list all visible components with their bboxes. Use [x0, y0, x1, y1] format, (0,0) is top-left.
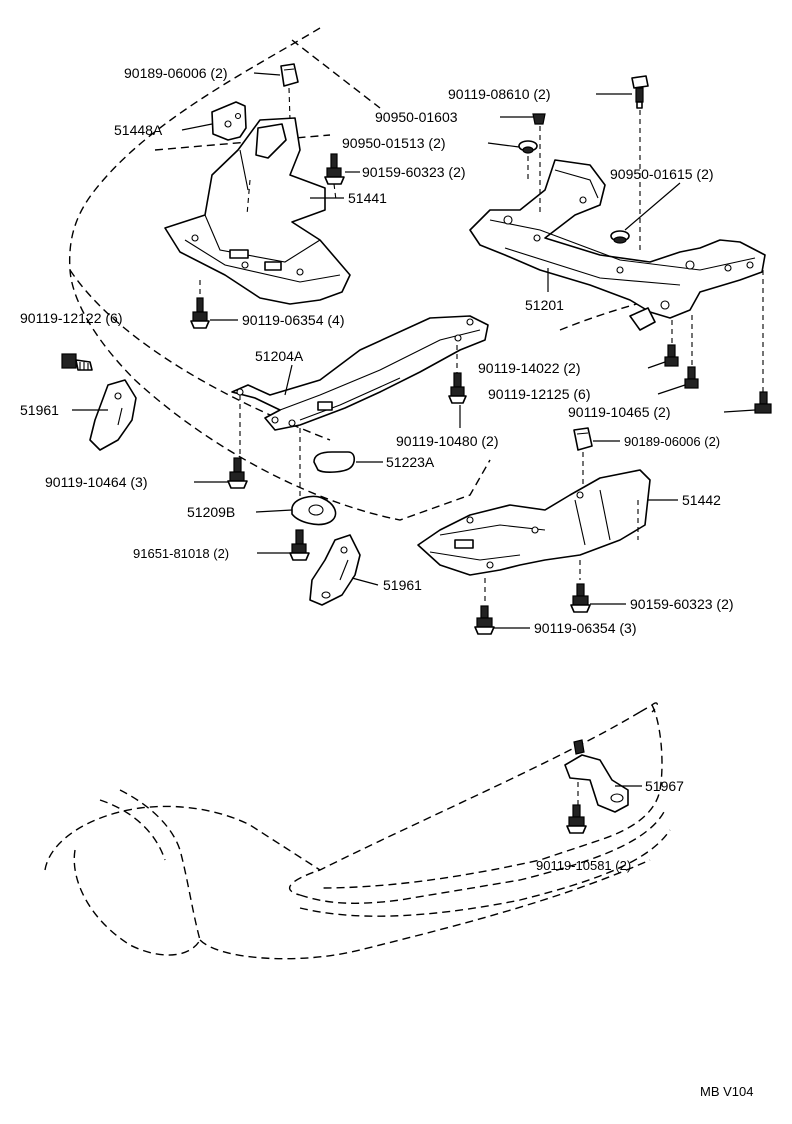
clip-90189-06006-right: [573, 427, 593, 451]
part-51967-bracket: [564, 739, 629, 813]
part-51209b-gasket: [291, 495, 337, 526]
label-90950-01603: 90950-01603: [375, 109, 458, 125]
plug-90950-01603: [532, 113, 546, 125]
part-51442-under-cover: [417, 469, 651, 576]
label-90119-10480: 90119-10480 (2): [396, 433, 498, 449]
part-51223a-plug: [313, 451, 356, 473]
label-90950-01513: 90950-01513 (2): [342, 135, 446, 151]
label-51961-left: 51961: [20, 402, 59, 418]
bolt-90119-10480: [448, 372, 467, 404]
label-51967: 51967: [645, 778, 684, 794]
label-90189-06006-top: 90189-06006 (2): [124, 65, 228, 81]
label-51201: 51201: [525, 297, 564, 313]
bolt-90119-14022: [664, 344, 679, 367]
plug-90950-01513: [518, 140, 538, 154]
bolt-90119-06354-left: [190, 297, 210, 329]
label-90119-06354-right: 90119-06354 (3): [534, 620, 636, 636]
label-51961-lower: 51961: [383, 577, 422, 593]
label-90189-06006-right: 90189-06006 (2): [624, 434, 720, 449]
bolt-90119-10581: [566, 804, 587, 834]
part-51441-under-cover: [164, 117, 351, 305]
diagram-code: MB V104: [700, 1084, 753, 1099]
label-51223a: 51223A: [386, 454, 435, 470]
label-90119-12125: 90119-12125 (6): [488, 386, 590, 402]
label-91651-81018: 91651-81018 (2): [133, 546, 229, 561]
label-90119-10464: 90119-10464 (3): [45, 474, 147, 490]
bolt-90159-60323-right: [570, 583, 591, 613]
part-51448a-bracket: [211, 101, 247, 141]
label-90119-08610: 90119-08610 (2): [448, 86, 550, 102]
plug-90950-01615: [610, 230, 630, 244]
bolt-90119-10464: [227, 457, 248, 489]
bolt-90119-12125: [684, 366, 699, 389]
part-51201-frame: [469, 159, 766, 331]
label-51441: 51441: [348, 190, 387, 206]
bolt-90119-06354-right: [474, 605, 495, 635]
bolt-90119-12122: [61, 353, 93, 371]
bolt-90119-10465: [754, 391, 772, 414]
clip-90189-06006-top: [280, 63, 299, 87]
bolt-90119-08610: [631, 75, 649, 109]
bolt-91651-81018: [289, 529, 310, 561]
label-90119-14022: 90119-14022 (2): [478, 360, 580, 376]
label-90119-06354-left: 90119-06354 (4): [242, 312, 344, 328]
leader-lines: [72, 72, 756, 787]
label-51442: 51442: [682, 492, 721, 508]
label-90159-60323-left: 90159-60323 (2): [362, 164, 466, 180]
label-51209b: 51209B: [187, 504, 235, 520]
part-51961-left-bracket: [89, 379, 137, 451]
label-90159-60323-right: 90159-60323 (2): [630, 596, 734, 612]
part-labels: 90189-06006 (2) 51448A 90950-01603 90119…: [20, 65, 734, 873]
part-51204a-center-member: [231, 315, 489, 431]
label-90119-12122: 90119-12122 (6): [20, 310, 122, 326]
label-90950-01615: 90950-01615 (2): [610, 166, 714, 182]
label-90119-10581: 90119-10581 (2): [536, 858, 631, 873]
bolt-90159-60323-left: [324, 153, 345, 185]
label-51204a: 51204A: [255, 348, 304, 364]
label-51448a: 51448A: [114, 122, 163, 138]
label-90119-10465: 90119-10465 (2): [568, 404, 670, 420]
part-51961-lower-bracket: [309, 534, 361, 606]
